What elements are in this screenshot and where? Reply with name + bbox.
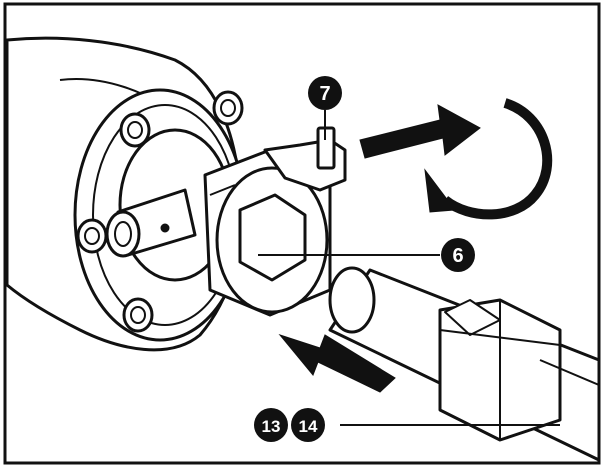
- callout-13: 13: [254, 408, 288, 442]
- tool-body: [5, 36, 247, 352]
- shaft-end: [328, 266, 376, 334]
- svg-text:14: 14: [299, 417, 318, 436]
- locking-lever: [263, 126, 347, 192]
- extension-shaft: [328, 266, 601, 462]
- bolt-top: [212, 90, 244, 126]
- bolt-left: [76, 218, 108, 254]
- bolt-upper-left: [119, 112, 151, 148]
- hex-opening: [238, 193, 307, 282]
- shaft-pin: [160, 223, 170, 233]
- hex-socket: [203, 148, 332, 317]
- socket-ridge: [209, 184, 236, 196]
- rotate-arrow: [424, 98, 553, 220]
- push-arrow-upper: [359, 104, 481, 159]
- svg-text:6: 6: [452, 245, 463, 267]
- bolt-bottom: [122, 297, 154, 333]
- shaft-line: [539, 359, 600, 386]
- callout-7: 7: [308, 76, 342, 110]
- callout-14: 14: [291, 408, 325, 442]
- svg-text:7: 7: [319, 83, 330, 105]
- callout-6: 6: [441, 238, 475, 272]
- drive-shaft-bore: [114, 221, 132, 247]
- push-arrow-lower: [278, 333, 396, 393]
- svg-text:13: 13: [262, 417, 281, 436]
